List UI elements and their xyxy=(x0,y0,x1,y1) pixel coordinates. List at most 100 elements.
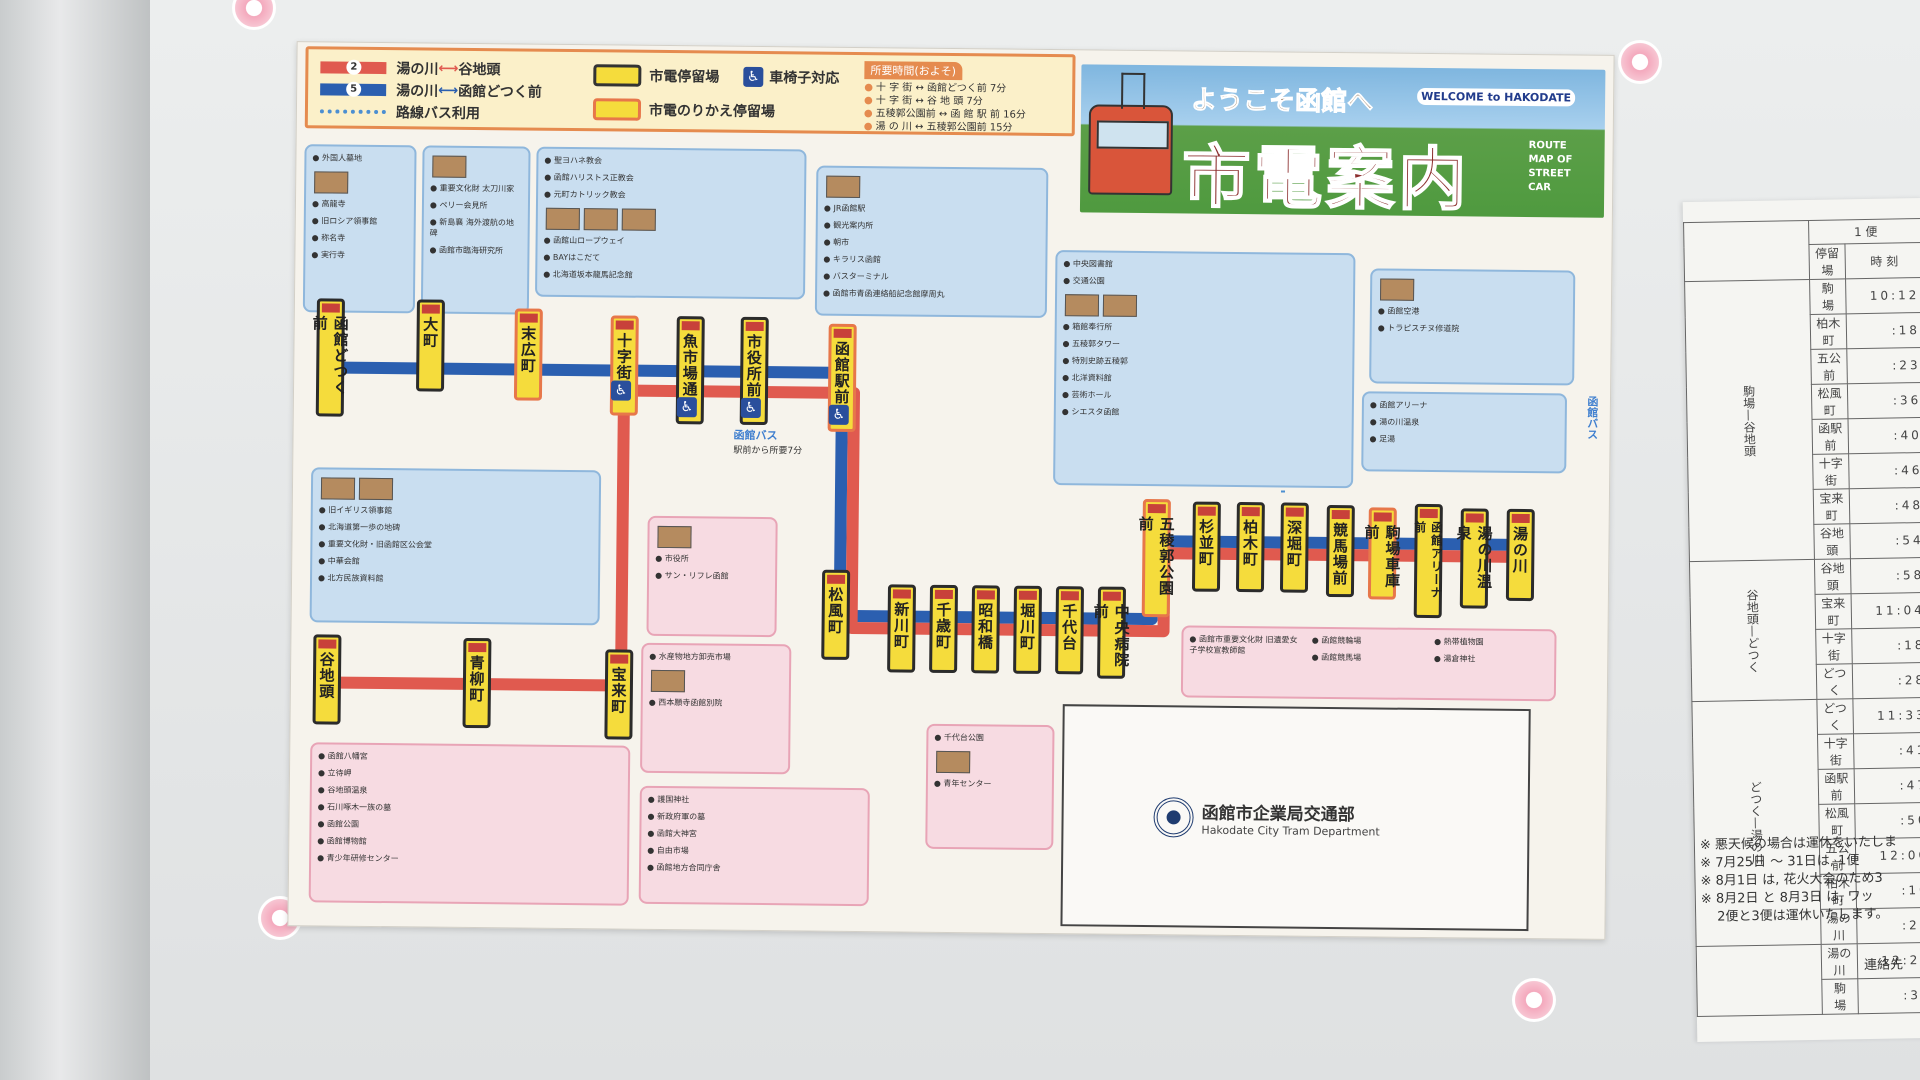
landmarks-text: 新政府軍の墓 xyxy=(648,811,862,824)
station-keibajo-mae[interactable]: 競馬場前 xyxy=(1325,504,1355,598)
station-yachigashira[interactable]: 谷地頭 xyxy=(312,634,342,725)
landmarks-text: 芸術ホール xyxy=(1062,389,1346,403)
landmarks-text: 旧ロシア領事館 xyxy=(312,215,408,227)
timetable-text: :47 xyxy=(1854,767,1920,804)
timetable-text: 谷地頭 xyxy=(1814,558,1852,595)
station-showabashi[interactable]: 昭和橋 xyxy=(971,585,1001,674)
station-shiyakusho-mae[interactable]: 市役所前♿ xyxy=(739,316,769,426)
station-code-badge xyxy=(610,654,629,664)
building-illustration xyxy=(545,207,580,231)
station-hakodate-dock-mae[interactable]: 函館どつく前 xyxy=(311,298,350,417)
station-chitose-cho[interactable]: 千歳町 xyxy=(929,584,959,674)
station-aoyagi-cho[interactable]: 青柳町 xyxy=(462,637,492,729)
station-code-badge xyxy=(468,642,487,653)
wheelchair-icon: ♿ xyxy=(828,404,849,425)
landmarks-text: 実行寺 xyxy=(311,249,407,261)
station-uoichiba-dori[interactable]: 魚市場通♿ xyxy=(675,316,705,425)
station-fukabori-cho[interactable]: 深堀町 xyxy=(1279,502,1309,593)
building-illustration xyxy=(826,175,861,199)
stations-text: 魚市場通 xyxy=(680,333,700,398)
landmarks-text: 石川啄木一族の墓 xyxy=(318,801,622,815)
landmarks-text: 箱館奉行所 xyxy=(1063,321,1347,335)
landmarks-text: 交通公園 xyxy=(1063,275,1347,289)
station-kashiwagi-cho[interactable]: 柏木町 xyxy=(1235,501,1265,593)
station-code-badge xyxy=(827,574,846,584)
timetable-text: :40 xyxy=(1847,417,1920,454)
stations-text: 柏木町 xyxy=(1240,519,1260,568)
landmarks-text: 湯の川温泉 xyxy=(1370,416,1559,429)
landmarks-text: 函館公園 xyxy=(317,818,621,832)
landmarks-text: 中華会館 xyxy=(318,555,592,569)
station-code-badge xyxy=(1331,509,1350,520)
stations-text: 深堀町 xyxy=(1284,519,1304,568)
timetable-text: :23 xyxy=(1846,347,1920,384)
landmarks-text: 熱帯植物園 xyxy=(1434,636,1548,648)
timetable-text: 十字街 xyxy=(1812,453,1850,490)
landmarks-text: キラリス函館 xyxy=(823,254,1039,267)
landmarks-text: 朝市 xyxy=(824,237,1040,250)
station-code-badge xyxy=(681,321,700,331)
landmarks-text: 函館市臨海研究所 xyxy=(429,245,521,257)
landmark-box: 千代台公園青年センター xyxy=(925,723,1055,851)
station-code-badge xyxy=(1197,506,1216,516)
timetable-text: 時 刻 xyxy=(1844,242,1920,279)
station-jujigai[interactable]: 十字街♿ xyxy=(609,315,639,416)
landmarks-text: シエスタ函館 xyxy=(1062,406,1346,420)
timetable-text: 駒場—谷地頭 xyxy=(1684,279,1815,562)
landmarks-text: 函館空港 xyxy=(1378,305,1567,318)
station-goryokaku-koen-mae[interactable]: 五稜郭公園前 xyxy=(1137,499,1176,618)
landmarks-text: 新島襄 海外渡航の地碑 xyxy=(430,217,522,240)
station-hakodate-ekimae[interactable]: 函館駅前♿ xyxy=(827,323,857,432)
station-horai-cho[interactable]: 宝来町 xyxy=(604,649,634,740)
stations-text: 新川町 xyxy=(891,601,911,650)
timetable-text: 10:12 xyxy=(1845,277,1920,314)
timetable-notes: ※ 悪天候の場合は運休をいたしま ※ 7月25日 ～ 31日は, 1便 ※ 8月… xyxy=(1700,834,1899,927)
station-code-badge xyxy=(1419,508,1438,519)
stations-text: 大町 xyxy=(420,316,440,349)
station-shinkawa-cho[interactable]: 新川町 xyxy=(887,584,917,673)
station-yunokawa[interactable]: 湯の川 xyxy=(1505,508,1535,602)
building-illustration xyxy=(621,208,656,231)
landmarks-text: 湯倉神社 xyxy=(1434,653,1548,665)
station-omachi[interactable]: 大町 xyxy=(416,299,445,392)
landmarks-text: 聖ヨハネ教会 xyxy=(544,155,798,169)
department-text: Hakodate City Tram Department xyxy=(1201,823,1380,839)
station-chiyogadai[interactable]: 千代台 xyxy=(1055,586,1085,675)
landmark-box: 函館八幡宮立待岬谷地頭温泉石川啄木一族の墓函館公園函館博物館青少年研修センター xyxy=(308,742,631,906)
landmarks-text: 青年センター xyxy=(934,778,1046,790)
timetable-text: :36 xyxy=(1847,382,1920,419)
station-suginami-cho[interactable]: 杉並町 xyxy=(1191,501,1221,592)
landmarks-text: 旧イギリス領事館 xyxy=(319,504,593,518)
timetable-text: :58 xyxy=(1850,557,1920,594)
landmark-box: 市役所サン・リフレ函館 xyxy=(646,515,778,638)
landmarks-text: 青少年研修センター xyxy=(317,852,621,866)
stations-text: 函館どつく前 xyxy=(310,315,350,396)
timetable-text: 柏木町 xyxy=(1810,313,1847,350)
timetable-text: 駒 場 xyxy=(1809,278,1847,315)
station-yunokawa-onsen[interactable]: 湯の川温泉 xyxy=(1454,508,1494,609)
landmarks-text: 重要文化財・旧函館区公会堂 xyxy=(318,538,592,552)
station-komaba-shako-mae[interactable]: 駒場車庫前 xyxy=(1363,507,1402,600)
station-matsukaze-cho[interactable]: 松風町 xyxy=(821,569,851,660)
timetable-text: どつく xyxy=(1816,698,1854,735)
stations-text: 末広町 xyxy=(518,325,538,374)
station-suehiro-cho[interactable]: 末広町 xyxy=(513,308,543,401)
station-horikawa-cho[interactable]: 堀川町 xyxy=(1013,585,1043,674)
landmarks-text: 五稜郭タワー xyxy=(1062,338,1346,352)
building-illustration xyxy=(1380,278,1415,301)
stations-text: 駒場車庫前 xyxy=(1362,524,1402,589)
station-code-badge xyxy=(321,303,340,313)
station-code-badge xyxy=(1241,507,1260,517)
stations-text: 函館アリーナ前 xyxy=(1412,520,1444,600)
timetable-text: 谷地頭 xyxy=(1813,523,1851,560)
landmarks-text: 護国神社 xyxy=(648,794,862,807)
timetable-text: :28 xyxy=(1852,662,1920,699)
station-hakodate-arena-mae[interactable]: 函館アリーナ前 xyxy=(1412,503,1444,619)
stations-text: 青柳町 xyxy=(467,654,486,704)
landmarks-text: 北海道坂本龍馬記念館 xyxy=(543,269,797,283)
stations-text: 湯の川 xyxy=(1510,525,1530,575)
station-chuo-byoin-mae[interactable]: 中央病院前 xyxy=(1092,586,1131,679)
landmarks-text: 高龍寺 xyxy=(312,198,408,210)
landmarks-text: 水産物地方卸売市場 xyxy=(649,651,783,663)
